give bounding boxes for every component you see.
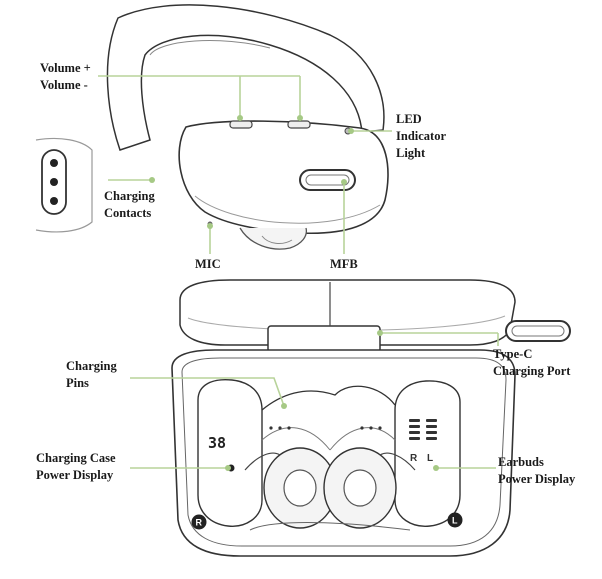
type-c-port-icon: [505, 320, 571, 342]
case-lid: [179, 279, 516, 353]
left-cavity: [197, 378, 263, 527]
case-battery-digits: 38: [208, 434, 226, 452]
charging-pin-dot: [287, 426, 291, 430]
label-type-c-1: Type-C: [493, 347, 532, 361]
label-volume-down: Volume -: [40, 78, 88, 92]
case-hinge: [267, 325, 381, 353]
label-charging-contacts-2: Contacts: [104, 206, 151, 220]
charging-pin-dot: [360, 426, 364, 430]
right-badge-label: R: [196, 518, 203, 528]
charging-contact-dot: [50, 197, 58, 205]
label-charging-pins-2: Pins: [66, 376, 89, 390]
label-charging-contacts-1: Charging: [104, 189, 155, 203]
callout-labels: Volume + Volume - LED Indicator Light Ch…: [36, 61, 576, 486]
left-badge-label: L: [452, 516, 458, 526]
volume-up-button[interactable]: [229, 120, 253, 129]
charging-pin-dot: [369, 426, 373, 430]
label-earbuds-power-1: Earbuds: [498, 455, 544, 469]
label-earbuds-power-2: Power Display: [498, 472, 576, 486]
label-led-3: Light: [396, 146, 426, 160]
leader-lines: [98, 75, 499, 469]
label-case-power-1: Charging Case: [36, 451, 116, 465]
charging-pin-dot: [378, 426, 382, 430]
label-mfb: MFB: [330, 257, 358, 271]
case-base: 38 R L R L: [171, 349, 516, 557]
right-badge-icon: [191, 514, 207, 530]
label-mic: MIC: [195, 257, 221, 271]
right-cavity: [394, 380, 461, 527]
earbud-body: [178, 120, 389, 235]
label-led-1: LED: [396, 112, 422, 126]
leader-dots: [149, 115, 439, 471]
charging-contacts-panel: [35, 137, 93, 233]
mfb-button[interactable]: [299, 169, 356, 191]
label-led-2: Indicator: [396, 129, 446, 143]
label-charging-pins-1: Charging: [66, 359, 117, 373]
label-type-c-2: Charging Port: [493, 364, 571, 378]
left-badge-icon: [447, 512, 463, 528]
earbud-battery-bars: [409, 419, 437, 440]
label-case-power-2: Power Display: [36, 468, 114, 482]
earbud-stem: [239, 227, 308, 250]
charging-contact-dot: [50, 159, 58, 167]
charging-pin-dot: [278, 426, 282, 430]
earbud-display-right-mark: R: [410, 453, 418, 464]
volume-down-button[interactable]: [287, 120, 311, 129]
earbud-display-left-mark: L: [427, 453, 433, 464]
ear-hook: [106, 4, 385, 151]
earbud-tips: [244, 447, 416, 531]
label-volume-up: Volume +: [40, 61, 91, 75]
charging-pin-dot: [269, 426, 273, 430]
charging-contact-dot: [50, 178, 58, 186]
